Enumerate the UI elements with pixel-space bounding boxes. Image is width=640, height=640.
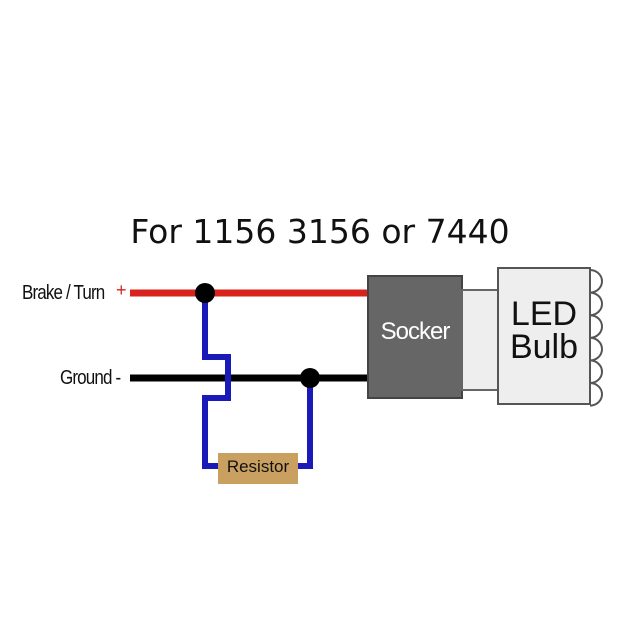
led-bulb-label: LED Bulb: [498, 295, 590, 366]
diagram-title: For 1156 3156 or 7440: [130, 212, 510, 251]
resistor: [218, 453, 298, 484]
ground-label: Ground -: [60, 367, 121, 389]
junction-dot-positive: [195, 283, 215, 303]
led-bulb-box: [497, 267, 591, 405]
led-label-line1: LED: [510, 295, 578, 333]
socket-box: [367, 275, 463, 399]
resistor-label: Resistor: [226, 457, 290, 476]
resistor-wire-left: [202, 293, 231, 469]
resistor-wire-right: [294, 378, 313, 469]
plus-sign: +: [116, 280, 127, 300]
led-scallops: [589, 269, 603, 407]
led-label-line2: Bulb: [509, 328, 579, 366]
bulb-base: [461, 289, 499, 391]
socket-label: Socker: [380, 318, 451, 345]
junction-dot-ground: [300, 368, 320, 388]
brake-turn-label: Brake / Turn: [22, 282, 105, 304]
